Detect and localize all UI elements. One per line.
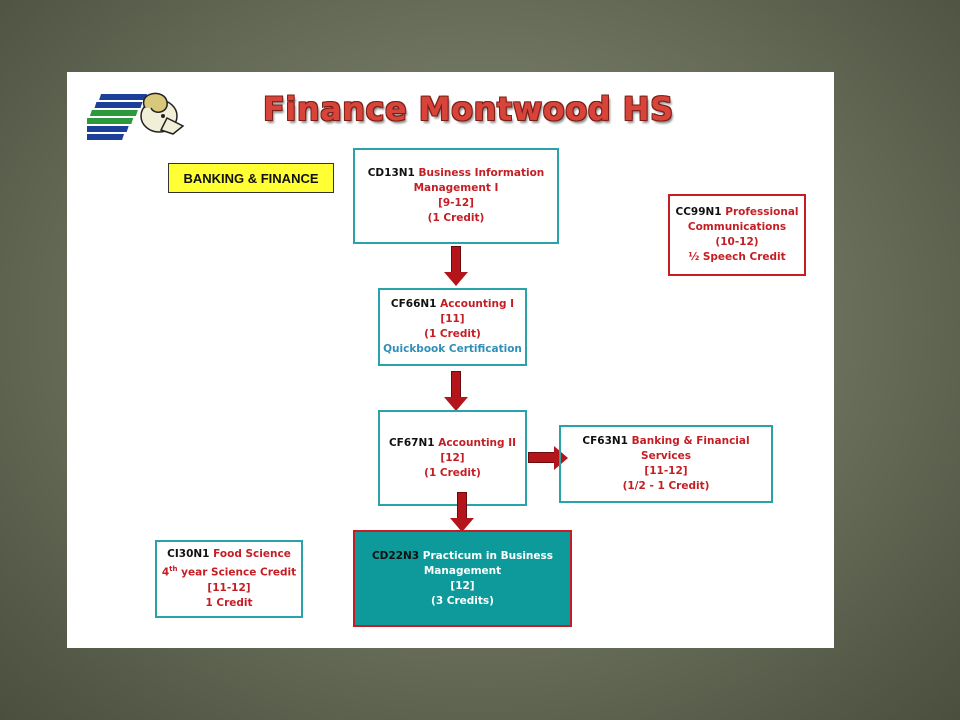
course-credit: (1 Credit)	[424, 466, 481, 479]
course-box-ci30n1[interactable]: CI30N1 Food Science 4th year Science Cre…	[155, 540, 303, 618]
course-grades: [9-12]	[438, 197, 474, 209]
flow-arrow-down-icon	[444, 371, 468, 411]
course-grades: [11-12]	[207, 581, 251, 594]
course-code: CI30N1	[167, 548, 210, 561]
flow-arrow-down-icon	[450, 492, 474, 532]
course-box-cf67n1[interactable]: CF67N1 Accounting II [12] (1 Credit)	[378, 410, 527, 506]
course-code: CD22N3	[371, 549, 420, 562]
category-label: BANKING & FINANCE	[168, 163, 334, 193]
course-grades: [12]	[440, 451, 465, 464]
course-name: Practicum in Business Management	[422, 549, 554, 577]
course-name: Accounting II	[438, 436, 517, 449]
course-box-cf63n1[interactable]: CF63N1 Banking & Financial Services [11-…	[559, 425, 773, 503]
course-box-cc99n1[interactable]: CC99N1 Professional Communications (10-1…	[668, 194, 806, 276]
course-code: CF66N1	[390, 298, 437, 310]
slide: Finance Montwood HS BANKING & FINANCE CD…	[67, 72, 834, 648]
course-name: Banking & Financial Services	[631, 435, 750, 462]
ram-logo-icon	[76, 92, 185, 140]
course-certification: Quickbook Certification	[383, 343, 522, 355]
course-grades: (10-12)	[715, 236, 759, 248]
course-credit: ½ Speech Credit	[688, 251, 786, 263]
course-name: Professional Communications	[687, 206, 799, 233]
course-grades: [12]	[450, 579, 475, 592]
course-name: Accounting I	[440, 298, 515, 310]
course-year-credit: 4th year Science Credit	[161, 565, 297, 579]
course-code: CF63N1	[582, 435, 628, 447]
flow-arrow-right-icon	[528, 446, 568, 470]
course-credit: (1/2 - 1 Credit)	[622, 480, 710, 492]
course-credit: (1 Credit)	[427, 212, 485, 224]
course-grades: [11]	[440, 313, 465, 325]
course-box-cd22n3[interactable]: CD22N3 Practicum in Business Management …	[353, 530, 572, 627]
course-credit: 1 Credit	[205, 596, 253, 609]
course-code: CC99N1	[675, 206, 722, 218]
course-grades: [11-12]	[644, 465, 688, 477]
course-credit: (3 Credits)	[431, 594, 494, 607]
course-name: Food Science	[213, 548, 291, 561]
page-title: Finance Montwood HS	[263, 90, 674, 128]
course-code: CD13N1	[367, 167, 415, 179]
course-name: Business Information Management I	[413, 167, 545, 194]
flow-arrow-down-icon	[444, 246, 468, 286]
course-code: CF67N1	[388, 436, 435, 449]
montwood-logo	[76, 88, 187, 144]
course-box-cf66n1[interactable]: CF66N1 Accounting I [11] (1 Credit) Quic…	[378, 288, 527, 366]
course-credit: (1 Credit)	[424, 328, 481, 340]
course-box-cd13n1[interactable]: CD13N1 Business Information Management I…	[353, 148, 559, 244]
